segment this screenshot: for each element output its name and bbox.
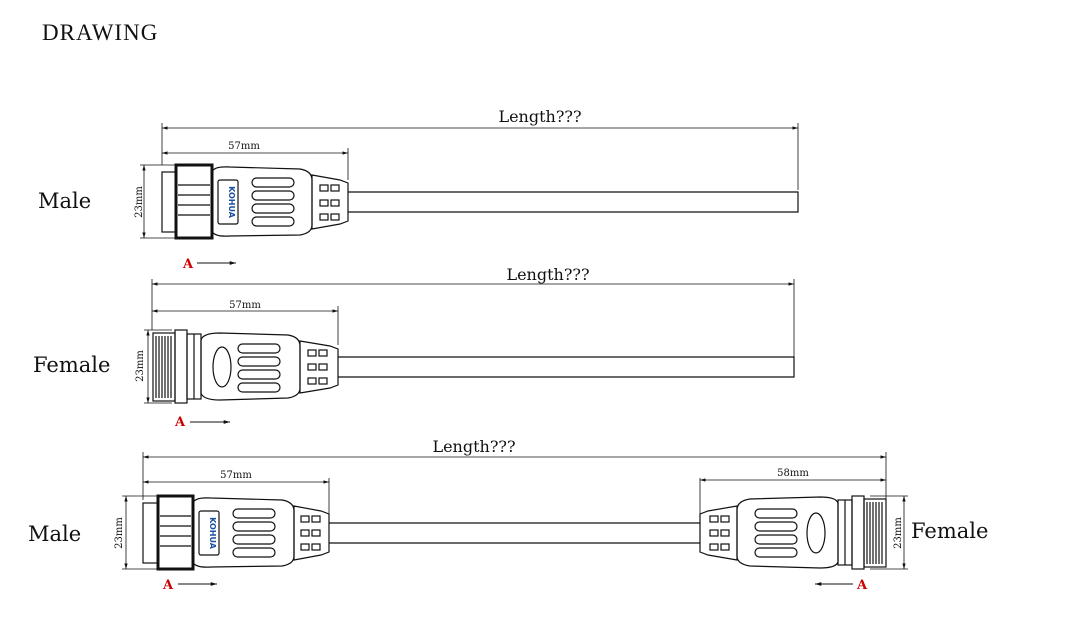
male-coupling-nut: [174, 163, 214, 240]
cable: [348, 191, 799, 213]
side-label-male: Male: [38, 189, 91, 213]
total-length-label: Length???: [432, 437, 515, 456]
diameter-label: 23mm: [135, 350, 146, 382]
cable: [338, 356, 795, 378]
connector-length-label: 57mm: [228, 141, 260, 152]
right-section-marker: A: [856, 578, 868, 593]
kohua-logo-icon: KOHUA: [208, 517, 217, 550]
drawing-female: [144, 279, 795, 424]
side-label-female: Female: [911, 519, 988, 543]
male-pin-face: [161, 171, 177, 233]
section-marker: A: [182, 257, 194, 272]
kohua-logo-icon: KOHUA: [227, 186, 236, 219]
side-label-female: Female: [33, 353, 110, 377]
left-connector-length-label: 57mm: [220, 470, 252, 481]
right-connector-length-label: 58mm: [777, 468, 809, 479]
right-diameter-label: 23mm: [893, 517, 904, 549]
drawing-male: [140, 123, 799, 265]
left-diameter-label: 23mm: [114, 517, 125, 549]
diameter-label: 23mm: [134, 186, 145, 218]
total-length-label: Length???: [506, 265, 589, 284]
strain-relief: [311, 174, 349, 230]
total-length-label: Length???: [498, 107, 581, 126]
logo-box: [217, 179, 239, 225]
connector-length-label: 57mm: [229, 300, 261, 311]
strain-relief: [299, 340, 339, 394]
left-section-marker: A: [162, 578, 174, 593]
page-title: DRAWING: [42, 20, 159, 45]
section-marker: A: [174, 415, 186, 430]
drawing-male-female: [122, 452, 908, 586]
side-label-male: Male: [28, 522, 81, 546]
